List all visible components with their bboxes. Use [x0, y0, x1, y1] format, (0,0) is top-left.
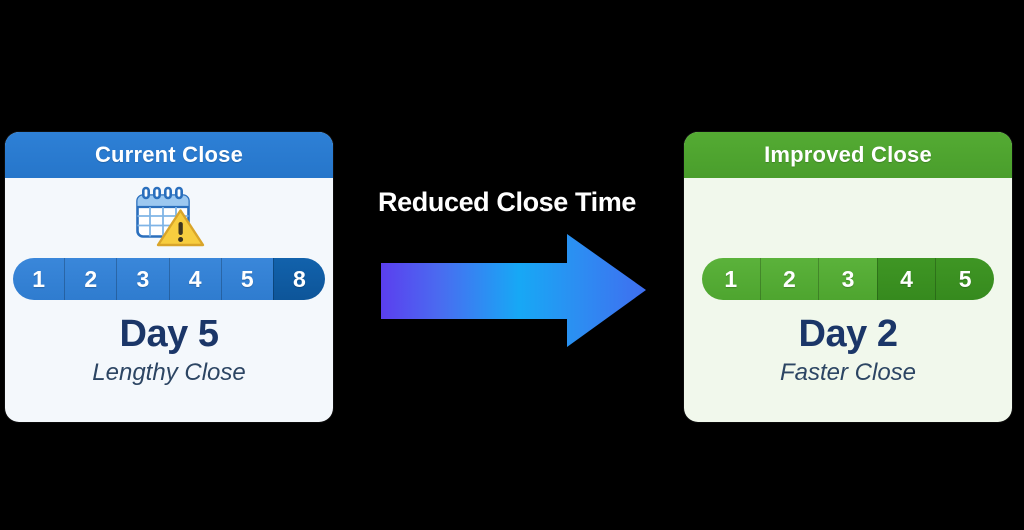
- arrow-caption: Reduced Close Time: [378, 187, 636, 217]
- segment-bar-current-close: 1 2 3 4 5 8: [13, 258, 325, 300]
- segment-item[interactable]: 2: [759, 258, 819, 300]
- segment-bar-improved-close: 1 2 3 4 5: [702, 258, 994, 300]
- segment-item-highlighted[interactable]: 5: [935, 258, 994, 300]
- card-footer-improved-close: Day 2 Faster Close: [684, 313, 1012, 387]
- segment-item[interactable]: 1: [702, 258, 760, 300]
- segment-item[interactable]: 3: [116, 258, 169, 300]
- card-current-close[interactable]: Current Close: [5, 132, 333, 422]
- segment-item[interactable]: 5: [220, 258, 273, 300]
- card-header-title-current-close: Current Close: [94, 142, 244, 167]
- card-improved-close[interactable]: Improved Close 1 2 3 4 5 Day 2 Faster Cl…: [684, 132, 1012, 422]
- icon-zone-current-close: [5, 178, 333, 260]
- segment-item[interactable]: 3: [818, 258, 877, 300]
- card-footer-current-close: Day 5 Lengthy Close: [5, 313, 333, 387]
- segment-item[interactable]: 2: [64, 258, 117, 300]
- segment-item[interactable]: 4: [168, 258, 221, 300]
- card-header-title-improved-close: Improved Close: [764, 142, 932, 167]
- right-arrow-icon: [370, 228, 655, 353]
- segment-item-highlighted[interactable]: 4: [876, 258, 936, 300]
- sub-label-improved-close: Faster Close: [779, 359, 917, 387]
- card-header-improved-close: Improved Close: [684, 132, 1012, 178]
- segment-item-highlighted[interactable]: 8: [272, 258, 325, 300]
- day-label-improved-close: Day 2: [798, 313, 898, 355]
- calendar-warning-icon: [133, 186, 205, 253]
- sub-label-current-close: Lengthy Close: [92, 359, 246, 387]
- icon-zone-improved-close: [684, 178, 1012, 260]
- card-header-current-close: Current Close: [5, 132, 333, 178]
- segment-item[interactable]: 1: [13, 258, 65, 300]
- day-label-current-close: Day 5: [119, 313, 219, 355]
